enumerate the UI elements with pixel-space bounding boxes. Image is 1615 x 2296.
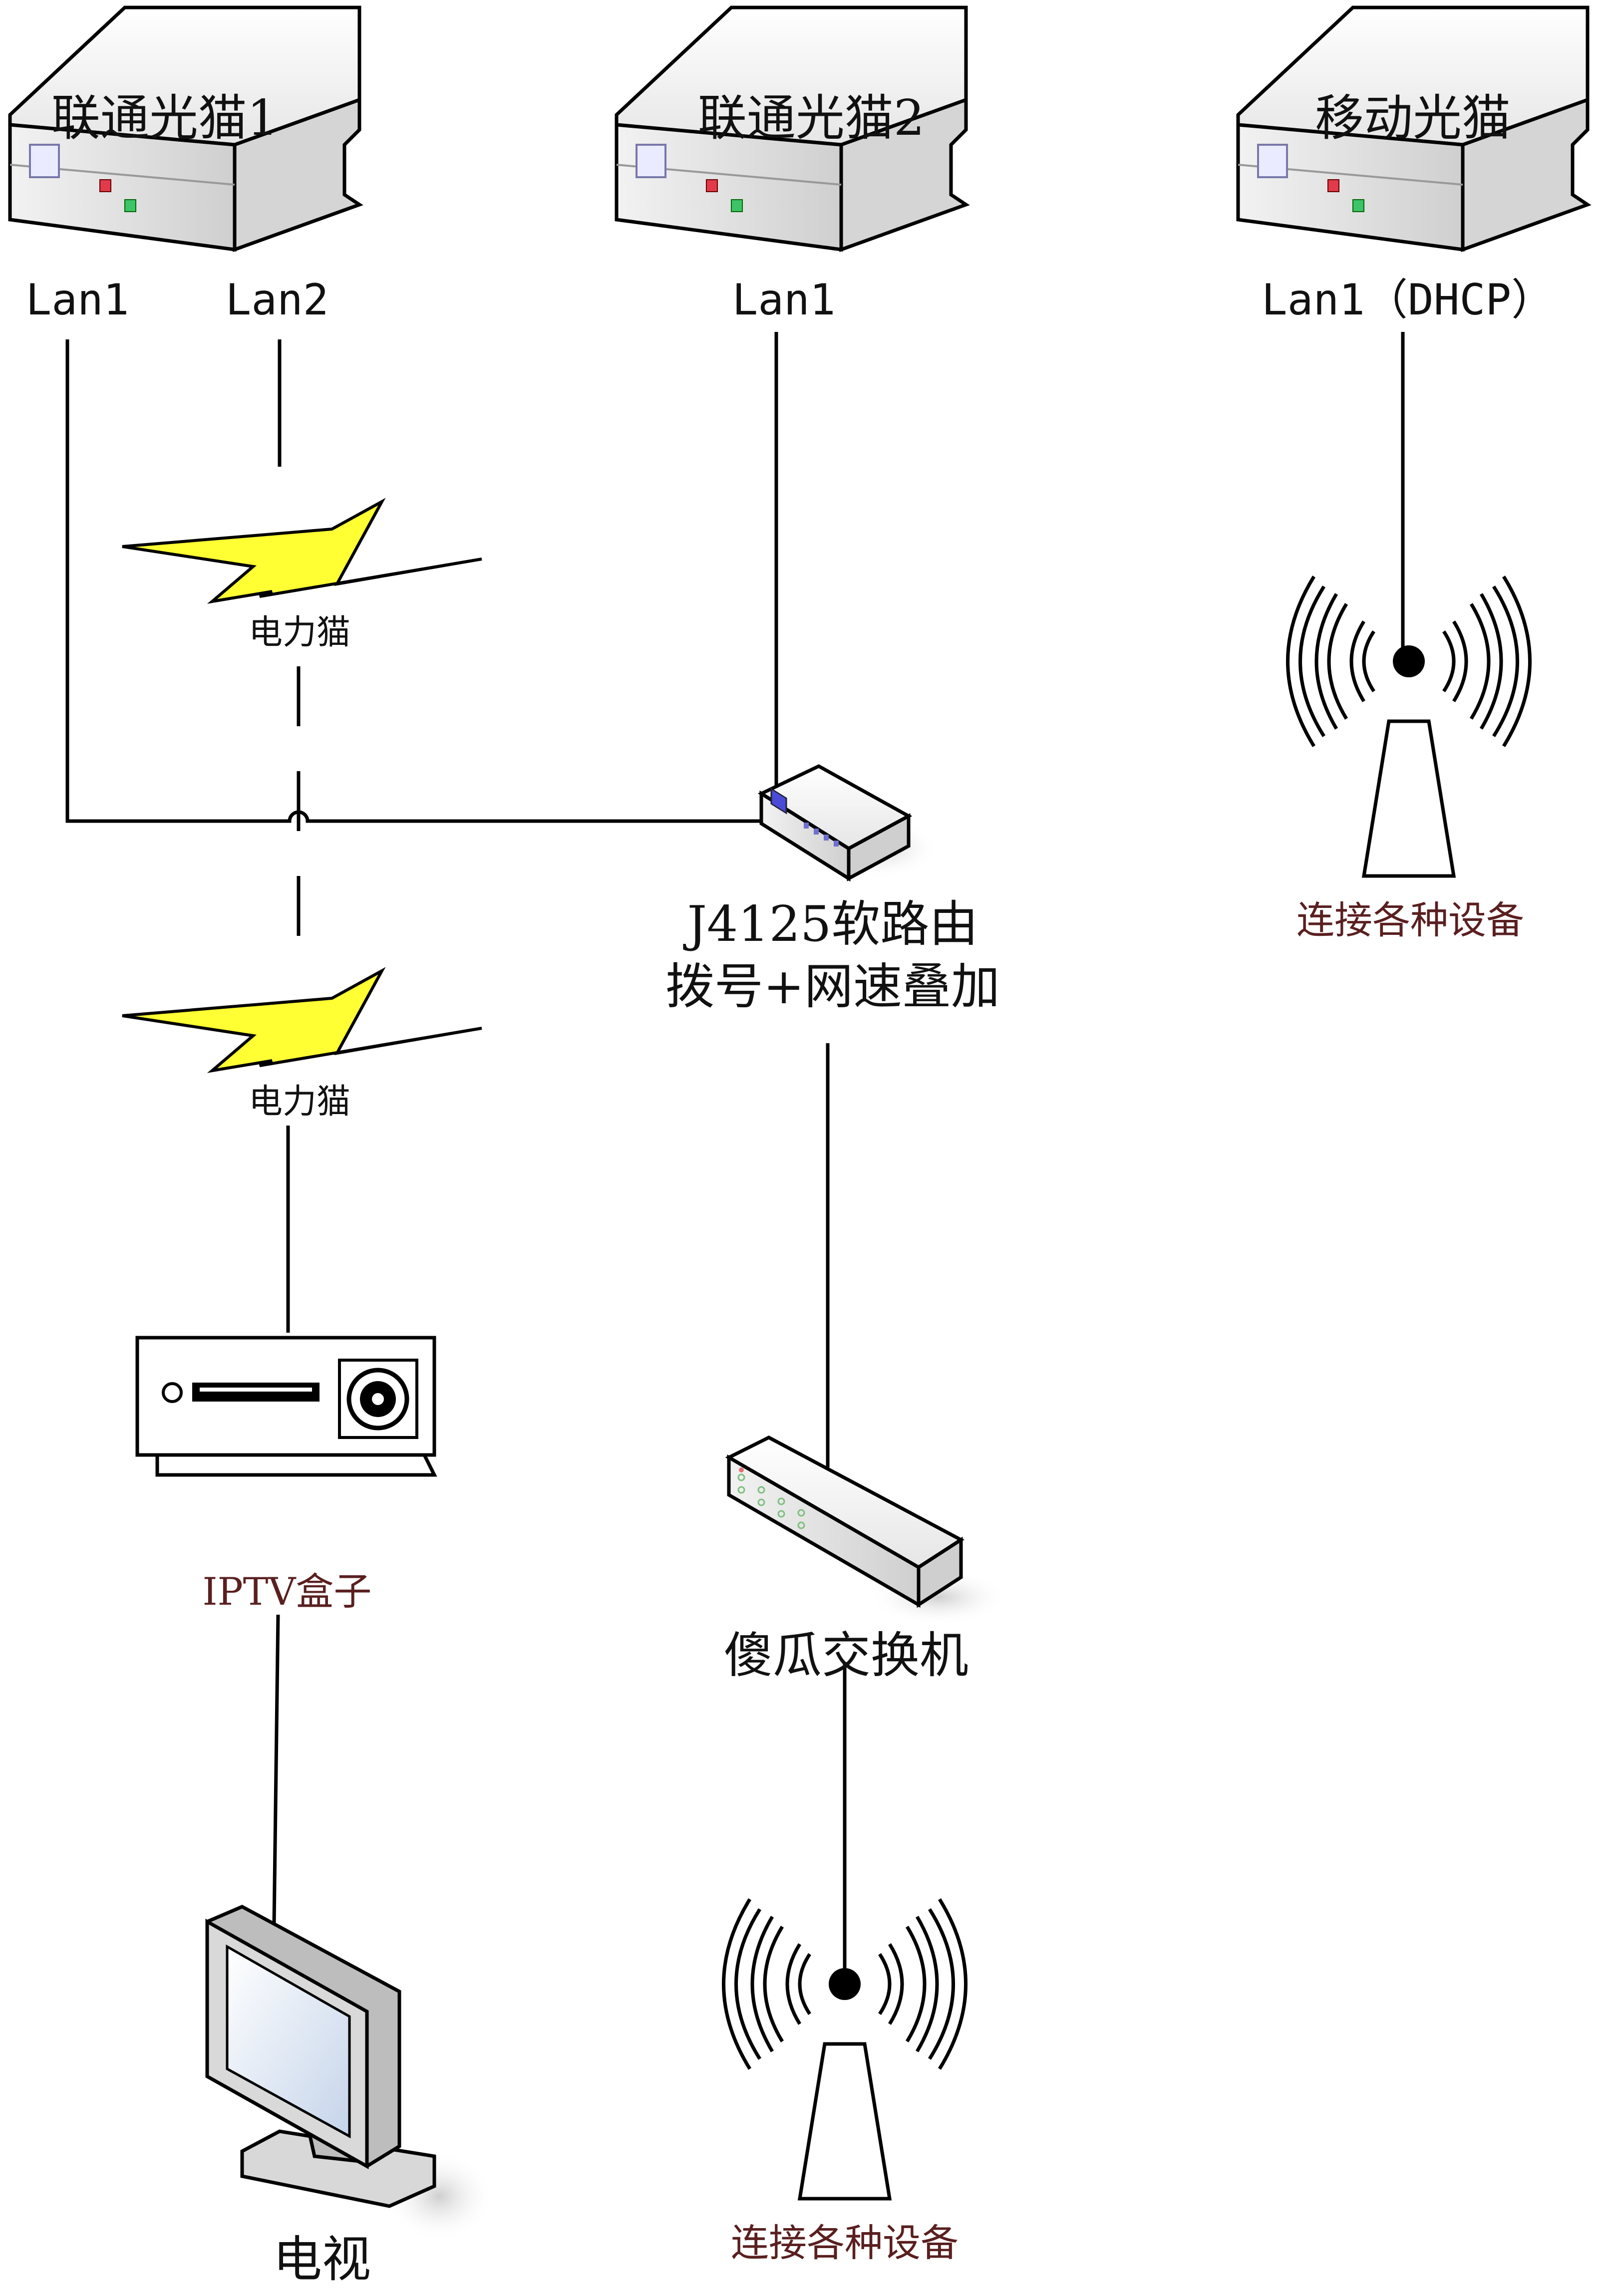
tv-icon [205, 1905, 494, 2241]
modem-mobile-port-lan1: Lan1（DHCP） [1262, 275, 1554, 325]
modem-unicom2-port-lan1: Lan1 [732, 275, 835, 325]
wires [65, 332, 1405, 1977]
modem-unicom1-title: 联通光猫1 [51, 90, 278, 147]
tv-label: 电视 [273, 2231, 371, 2288]
modem-mobile-title: 移动光猫 [1315, 90, 1511, 147]
modem-unicom1-port-lan2: Lan2 [225, 275, 328, 325]
soft-router-label-line1: J4125软路由 [683, 896, 978, 953]
powerline-top-label: 电力猫 [249, 613, 350, 652]
ap-right-icon [1288, 576, 1530, 876]
switch-icon [725, 1435, 1008, 1625]
switch-label: 傻瓜交换机 [724, 1627, 969, 1684]
soft-router-label-line2: 拨号+网速叠加 [665, 958, 1000, 1015]
ap-bottom-label: 连接各种设备 [731, 2221, 959, 2265]
iptv-box-icon [135, 1336, 437, 1477]
soft-router-icon [757, 764, 939, 882]
powerline-bottom-label: 电力猫 [249, 1082, 350, 1122]
powerline-top-icon [122, 502, 482, 601]
ap-right-label: 连接各种设备 [1296, 898, 1524, 942]
modem-unicom2-title: 联通光猫2 [698, 90, 925, 147]
powerline-bottom-icon [122, 971, 482, 1071]
iptv-box-label: IPTV盒子 [203, 1569, 372, 1614]
modem-unicom1-port-lan1: Lan1 [25, 275, 129, 325]
